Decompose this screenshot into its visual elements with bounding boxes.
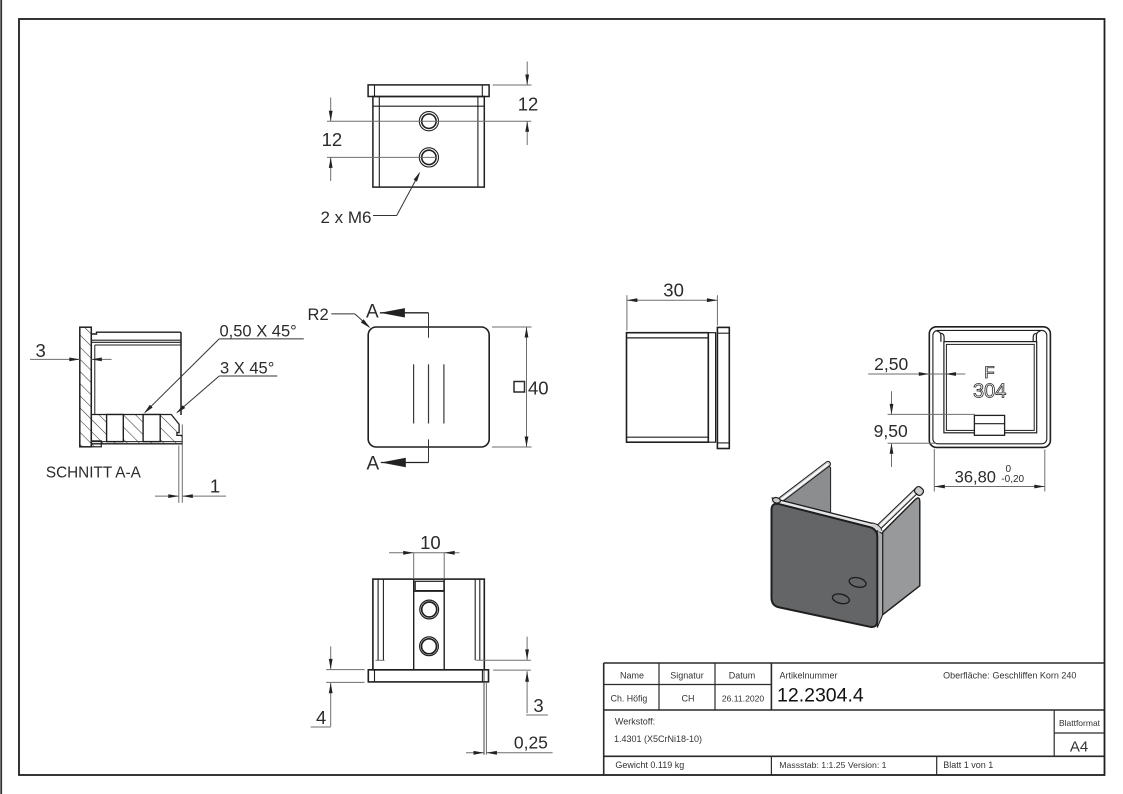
svg-text:10: 10 [420,532,441,553]
svg-text:R2: R2 [308,306,329,324]
svg-text:3 X 45°: 3 X 45° [220,359,274,377]
svg-text:F: F [984,363,994,382]
svg-text:2 x M6: 2 x M6 [321,208,372,227]
svg-text:304: 304 [973,381,1006,403]
svg-text:36,80: 36,80 [955,469,996,487]
svg-text:0,50 X 45°: 0,50 X 45° [220,322,297,340]
svg-text:SCHNITT A-A: SCHNITT A-A [46,464,142,481]
svg-text:Blatt 1 von 1: Blatt 1 von 1 [943,760,993,770]
svg-text:1.4301 (X5CrNi18-10): 1.4301 (X5CrNi18-10) [614,734,702,744]
svg-text:40: 40 [528,377,549,398]
svg-text:4: 4 [316,707,326,728]
svg-text:3: 3 [35,340,45,361]
svg-text:A: A [366,302,379,323]
svg-text:A: A [367,453,380,474]
svg-text:Datum: Datum [729,671,756,681]
svg-text:Gewicht 0.119 kg: Gewicht 0.119 kg [615,760,684,770]
svg-text:2,50: 2,50 [874,354,908,374]
svg-text:Signatur: Signatur [670,671,704,681]
svg-text:Geschliffen Korn 240: Geschliffen Korn 240 [993,671,1077,681]
svg-text:Oberfläche:: Oberfläche: [943,671,990,681]
svg-text:9,50: 9,50 [874,421,908,441]
svg-text:Werkstoff:: Werkstoff: [615,716,655,726]
svg-text:Artikelnummer: Artikelnummer [780,671,838,681]
svg-text:1: 1 [210,476,220,497]
svg-text:Massstab: 1:1.25 Version: 1: Massstab: 1:1.25 Version: 1 [779,760,886,770]
svg-text:12.2304.4: 12.2304.4 [777,685,864,707]
svg-text:0,25: 0,25 [514,733,548,753]
svg-text:A4: A4 [1070,739,1088,756]
svg-text:Blattformat: Blattformat [1059,718,1101,728]
svg-text:0: 0 [1006,464,1012,475]
svg-text:12: 12 [518,93,539,114]
svg-text:3: 3 [533,695,543,716]
svg-text:CH: CH [682,694,695,704]
svg-text:26.11.2020: 26.11.2020 [722,694,765,704]
svg-text:12: 12 [322,129,343,150]
svg-text:30: 30 [663,279,684,300]
svg-text:-0,20: -0,20 [1001,474,1024,485]
svg-text:Name: Name [620,671,644,681]
svg-text:Ch. Höfig: Ch. Höfig [611,694,648,704]
